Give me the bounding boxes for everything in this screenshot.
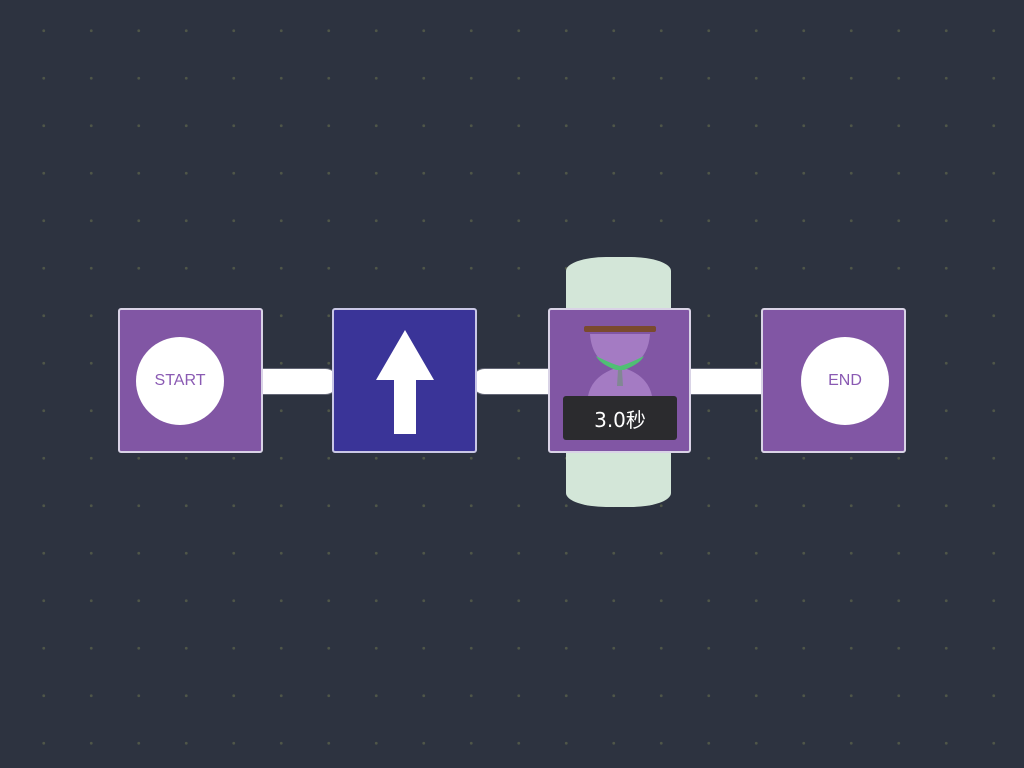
duration-label[interactable]: 3.0秒	[563, 396, 677, 440]
start-block[interactable]: START	[118, 308, 263, 453]
wait-block[interactable]: 3.0秒	[548, 308, 691, 453]
end-label: END	[828, 372, 862, 389]
end-block[interactable]: END	[761, 308, 906, 453]
move-forward-block[interactable]	[332, 308, 477, 453]
start-label-circle: START	[136, 337, 224, 425]
start-label: START	[154, 372, 206, 389]
arrow-up-icon	[376, 330, 434, 434]
hourglass-icon	[584, 326, 656, 396]
end-label-circle: END	[801, 337, 889, 425]
